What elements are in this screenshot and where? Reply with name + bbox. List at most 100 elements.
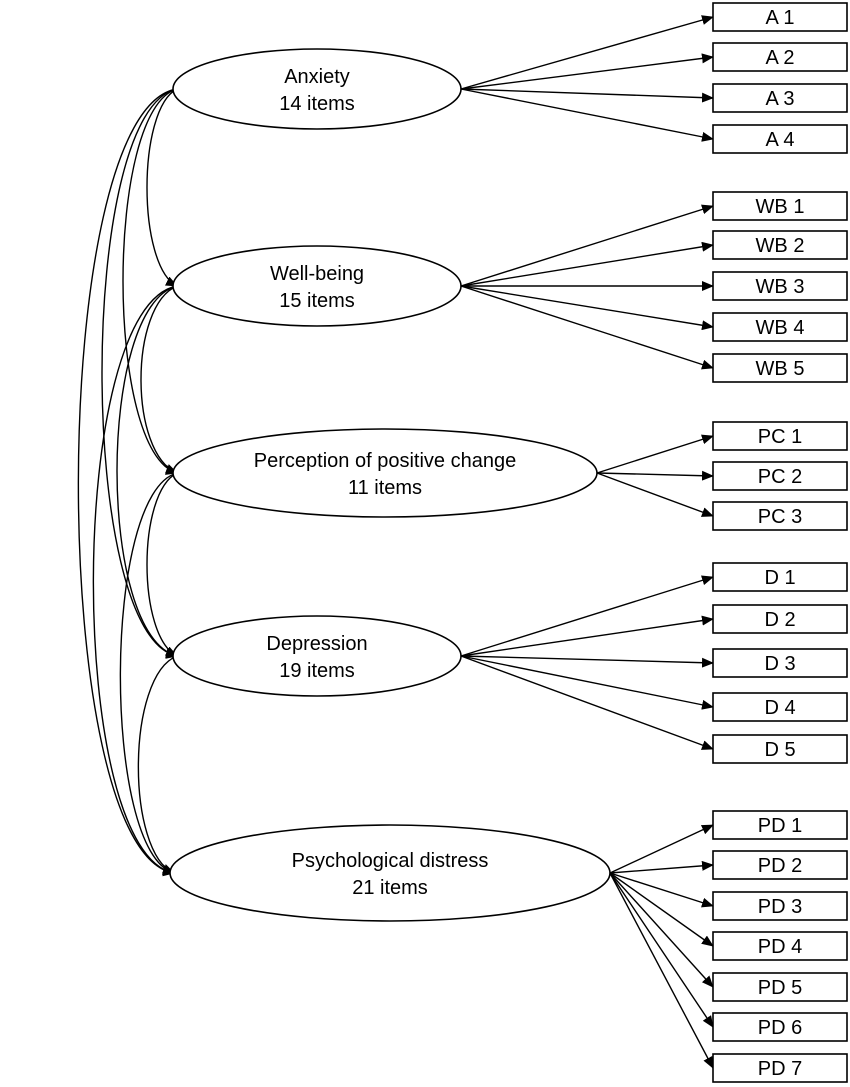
indicator-pc-2: PC 2: [712, 461, 848, 491]
indicator-pd-7: PD 7: [712, 1053, 848, 1083]
indicator-label: A 2: [766, 47, 795, 69]
indicator-box: [712, 1053, 848, 1083]
indicator-wb-5: WB 5: [712, 353, 848, 383]
factor-loadings: [460, 15, 714, 1069]
indicator-label: D 2: [764, 609, 795, 631]
factor-item-count: 11 items: [348, 477, 422, 499]
indicator-pc-1: PC 1: [712, 421, 848, 451]
indicator-a-4: A 4: [712, 124, 848, 154]
indicator-box: [712, 312, 848, 342]
loading-arrow: [460, 204, 714, 287]
loading-arrow: [460, 655, 714, 710]
indicator-box: [712, 648, 848, 678]
factor-name: Perception of positive change: [254, 450, 516, 472]
indicator-label: PD 2: [758, 855, 802, 877]
indicator-pd-3: PD 3: [712, 891, 848, 921]
indicator-label: WB 3: [756, 276, 805, 298]
loading-arrow: [460, 655, 714, 750]
factor-anxiety: Anxiety 14 items: [172, 48, 462, 130]
factor-perception-of-positive-change: Perception of positive change 11 items: [172, 428, 598, 518]
indicator-box: [712, 461, 848, 491]
factor-name: Well-being: [270, 263, 364, 285]
covariance-arrow: [122, 81, 189, 475]
indicator-pd-4: PD 4: [712, 931, 848, 961]
loading-arrow: [609, 872, 714, 1028]
indicator-box: [712, 1012, 848, 1042]
indicator-pd-2: PD 2: [712, 850, 848, 880]
indicator-box: [712, 83, 848, 113]
factor-ellipse: [172, 48, 462, 130]
covariance-arrow: [116, 278, 189, 659]
factor-item-count: 19 items: [279, 660, 355, 682]
indicator-box: [712, 931, 848, 961]
indicator-label: PD 3: [758, 896, 802, 918]
indicator-pd-1: PD 1: [712, 810, 848, 840]
covariance-arrow: [77, 82, 189, 877]
covariance-arrow: [146, 79, 190, 287]
loading-arrow: [609, 872, 714, 908]
loading-arrow: [460, 285, 714, 331]
factor-item-count: 14 items: [279, 93, 355, 115]
loading-arrow: [460, 615, 714, 657]
indicator-label: D 3: [764, 653, 795, 675]
factor-item-count: 15 items: [279, 290, 355, 312]
factor-name: Anxiety: [284, 66, 350, 88]
indicator-label: WB 4: [756, 317, 805, 339]
indicator-box: [712, 562, 848, 592]
factor-ellipse: [172, 245, 462, 327]
indicator-label: A 4: [766, 129, 795, 151]
indicator-box: [712, 2, 848, 32]
factor-depression: Depression 19 items: [172, 615, 462, 697]
covariance-arrow: [119, 465, 189, 875]
indicator-box: [712, 353, 848, 383]
indicator-box: [712, 972, 848, 1002]
indicators: A 1 A 2 A 3 A 4 WB 1 WB 2 WB 3 WB 4 WB 5 PC 1 PC 2…: [712, 2, 848, 1083]
indicator-label: WB 5: [756, 358, 805, 380]
loading-arrow: [609, 824, 714, 874]
indicator-label: A 1: [766, 7, 795, 29]
indicator-d-1: D 1: [712, 562, 848, 592]
loading-arrow: [609, 872, 714, 947]
indicator-box: [712, 191, 848, 221]
loading-arrow: [460, 575, 714, 657]
indicator-label: WB 1: [756, 196, 805, 218]
covariance-arrow: [140, 277, 190, 474]
indicator-box: [712, 891, 848, 921]
indicator-label: PD 6: [758, 1017, 802, 1039]
indicator-label: PD 7: [758, 1058, 802, 1080]
factor-ellipse: [169, 824, 611, 922]
indicator-wb-3: WB 3: [712, 271, 848, 301]
indicator-label: PD 1: [758, 815, 802, 837]
loading-arrow: [609, 860, 714, 874]
indicator-a-2: A 2: [712, 42, 848, 72]
indicator-wb-4: WB 4: [712, 312, 848, 342]
indicator-wb-2: WB 2: [712, 230, 848, 260]
indicator-label: D 1: [764, 567, 795, 589]
indicator-label: PD 5: [758, 977, 802, 999]
indicator-label: A 3: [766, 88, 795, 110]
loading-arrow: [609, 872, 714, 1069]
loading-arrow: [596, 470, 714, 481]
loading-arrow: [609, 872, 714, 988]
indicator-wb-1: WB 1: [712, 191, 848, 221]
factor-name: Depression: [266, 633, 367, 655]
indicator-label: D 5: [764, 739, 795, 761]
loading-arrow: [596, 472, 714, 517]
indicator-d-3: D 3: [712, 648, 848, 678]
indicator-d-5: D 5: [712, 734, 848, 764]
indicator-label: D 4: [764, 697, 795, 719]
loading-arrow: [596, 434, 714, 474]
factor-well-being: Well-being 15 items: [172, 245, 462, 327]
indicator-box: [712, 271, 848, 301]
indicator-label: PC 2: [758, 466, 802, 488]
indicator-box: [712, 734, 848, 764]
indicator-box: [712, 692, 848, 722]
indicator-d-4: D 4: [712, 692, 848, 722]
factor-item-count: 21 items: [352, 877, 428, 899]
loading-arrow: [460, 655, 714, 668]
indicator-box: [712, 42, 848, 72]
indicator-pc-3: PC 3: [712, 501, 848, 531]
indicator-box: [712, 850, 848, 880]
